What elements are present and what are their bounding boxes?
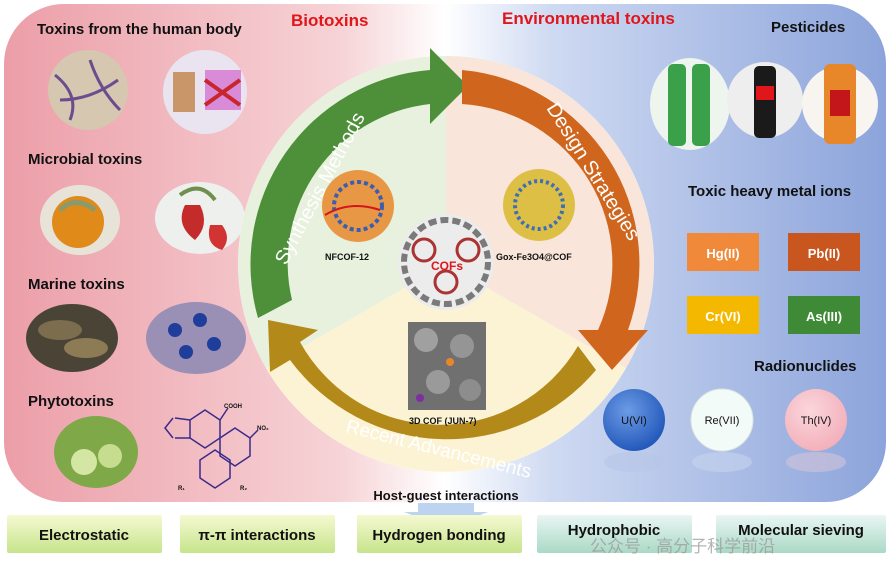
arrow-design (462, 70, 648, 370)
sphere-re-label: Re(VII) (705, 415, 740, 427)
interaction-pi-pi: π-π interactions (180, 515, 335, 553)
sphere-re: Re(VII) (690, 388, 754, 472)
title-environmental: Environmental toxins (502, 9, 675, 28)
gox-structure (503, 169, 575, 241)
label-nfcof: NFCOF-12 (325, 252, 369, 262)
molecule-label-r2: R₂ (240, 486, 247, 492)
sphere-th-label: Th(IV) (801, 415, 832, 427)
interaction-pi-pi-label: π-π interactions (198, 527, 315, 544)
title-biotoxins: Biotoxins (291, 11, 368, 30)
interaction-sieving-label: Molecular sieving (738, 522, 864, 539)
microbial-images (40, 182, 245, 255)
label-microbial: Microbial toxins (28, 151, 142, 168)
pesticide-images (650, 58, 878, 150)
metal-pb: Pb(II) (788, 233, 860, 271)
label-marine: Marine toxins (28, 276, 125, 293)
molecule-label-r1: R₁ (178, 486, 185, 492)
interaction-sieving: Molecular sieving (716, 515, 886, 553)
interaction-hydrophobic: Hydrophobic (537, 515, 692, 553)
molecule-label-no2: NO₂ (257, 426, 269, 432)
marine-images (26, 302, 246, 374)
interaction-hydrophobic-label: Hydrophobic (568, 522, 661, 539)
metal-as: As(III) (788, 296, 860, 334)
molecule-structure (164, 407, 259, 489)
jun7-structure (408, 322, 486, 410)
arrow-advances (268, 320, 596, 440)
metal-hg: Hg(II) (687, 233, 759, 271)
watermark: 公众号 · 高分子科学前沿 (590, 537, 775, 556)
cof-center-structure (398, 214, 494, 310)
arrow-synthesis (250, 48, 468, 318)
phytotoxin-images: COOH NO₂ R₁ R₂ (54, 404, 269, 492)
neuron-image (48, 50, 128, 130)
label-cofs: COFs (431, 259, 463, 273)
label-pesticides: Pesticides (771, 19, 845, 36)
metal-as-label: As(III) (806, 309, 842, 324)
metal-hg-label: Hg(II) (706, 246, 739, 261)
host-guest-label: Host-guest interactions (373, 488, 518, 503)
octopus-image (146, 302, 246, 374)
metal-cr: Cr(VI) (687, 296, 759, 334)
plant-image (54, 416, 138, 488)
molecule-label-cooh: COOH (224, 404, 242, 410)
strawberry-image (181, 205, 204, 240)
nfcof-structure (322, 170, 394, 242)
label-gox: Gox-Fe3O4@COF (496, 252, 572, 262)
human-toxin-images (48, 50, 247, 134)
interaction-electrostatic: Electrostatic (7, 515, 162, 553)
metal-pb-label: Pb(II) (808, 246, 841, 261)
interaction-electrostatic-label: Electrostatic (39, 527, 129, 544)
sphere-th: Th(IV) (785, 389, 847, 472)
interaction-hydrogen-label: Hydrogen bonding (372, 527, 505, 544)
metal-cr-label: Cr(VI) (705, 309, 740, 324)
label-heavy-metals: Toxic heavy metal ions (688, 183, 851, 200)
sphere-u: U(VI) (603, 389, 665, 472)
label-phytotoxins: Phytotoxins (28, 393, 114, 410)
label-radionuclides: Radionuclides (754, 358, 857, 375)
label-human-toxins: Toxins from the human body (37, 21, 242, 38)
sphere-u-label: U(VI) (621, 415, 647, 427)
label-jun7: 3D COF (JUN-7) (409, 416, 477, 426)
interaction-hydrogen: Hydrogen bonding (357, 515, 522, 553)
